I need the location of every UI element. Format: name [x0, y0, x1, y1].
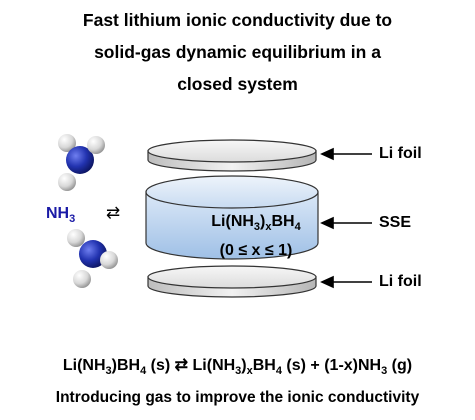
- title-line-1: Fast lithium ionic conductivity due to: [82, 10, 393, 30]
- ammonia-label: NH3: [46, 205, 76, 226]
- sse-label: SSE: [379, 214, 412, 231]
- caption: Introducing gas to improve the ionic con…: [55, 389, 420, 406]
- bottom-foil-label: Li foil: [379, 273, 422, 290]
- title-line-3: closed system: [177, 74, 298, 94]
- bottom-li-foil: [147, 265, 317, 298]
- equilibrium-equation: Li(NH3)BH4 (s) ⇄ Li(NH3)xBH4 (s) + (1-x)…: [62, 357, 413, 378]
- sse-cylinder: [145, 175, 319, 260]
- composition-range: (0 ≤ x ≤ 1): [219, 242, 293, 260]
- title-line-2: solid-gas dynamic equilibrium in a: [94, 42, 381, 62]
- top-foil-label: Li foil: [379, 145, 422, 162]
- electrolyte-formula: Li(NH3)xBH4 (0 ≤ x ≤ 1): [185, 210, 327, 262]
- pointer-arrows: [320, 147, 372, 289]
- top-li-foil: [147, 139, 317, 172]
- ammonia-molecule-icon: [58, 134, 105, 191]
- ammonia-molecule-icon: [67, 229, 118, 288]
- title: Fast lithium ionic conductivity due to s…: [0, 4, 475, 100]
- equilibrium-arrow: ⇄: [106, 203, 121, 222]
